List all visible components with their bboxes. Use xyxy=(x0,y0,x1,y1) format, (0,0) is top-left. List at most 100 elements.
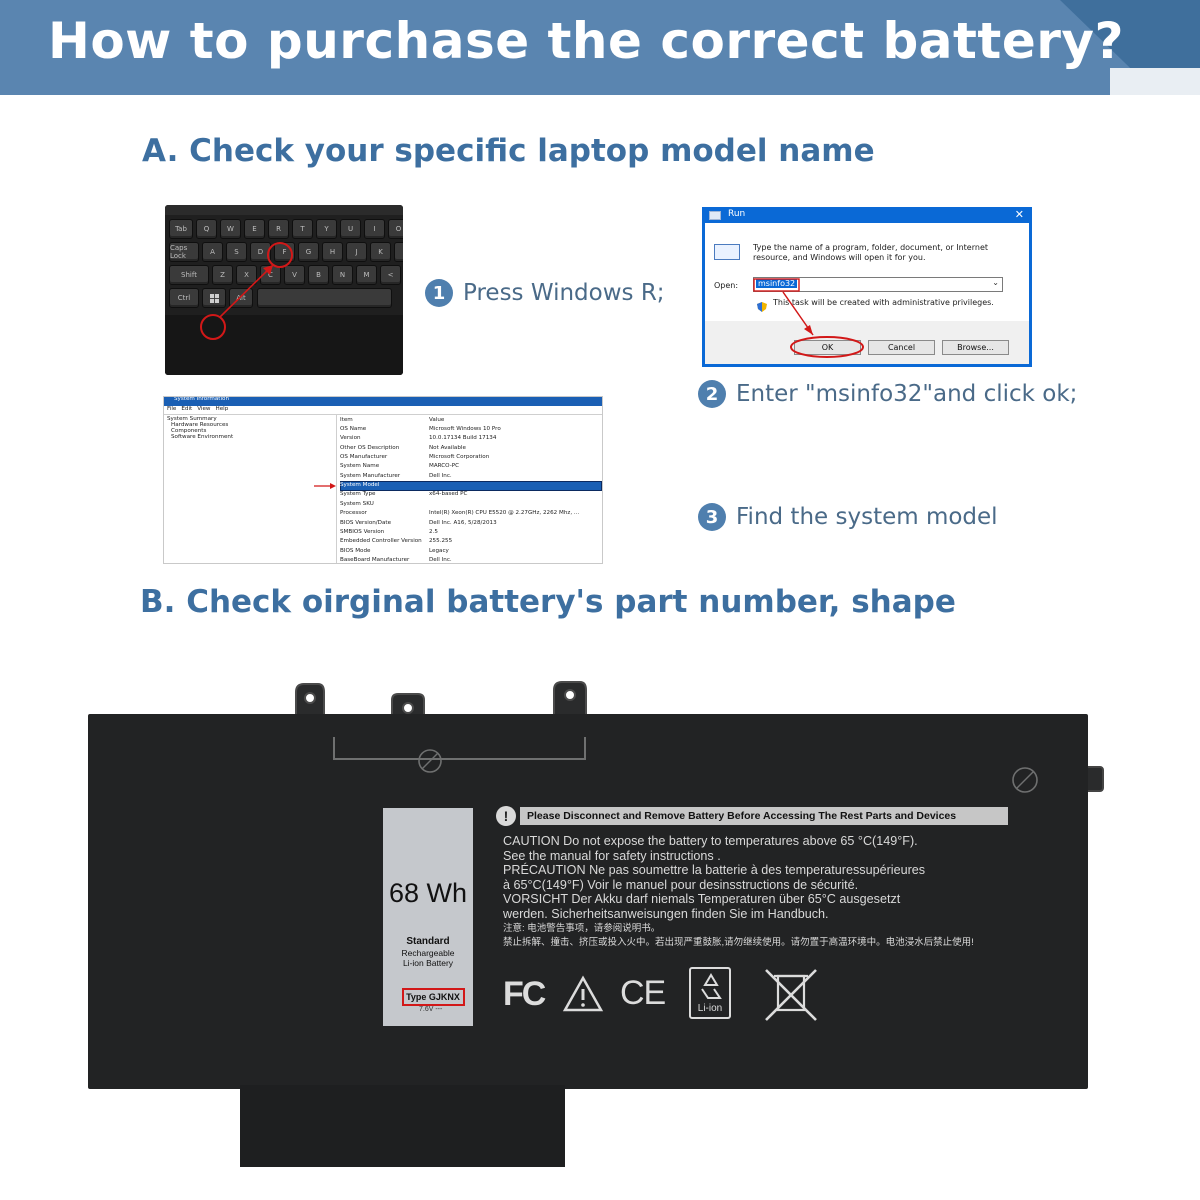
warning-line: PRÉCAUTION Ne pas soumettre la batterie … xyxy=(503,863,926,877)
warning-line: CAUTION Do not expose the battery to tem… xyxy=(503,834,918,848)
row-value: Not Available xyxy=(429,444,466,451)
run-description-line2: resource, and Windows will open it for y… xyxy=(753,253,926,262)
tree-item[interactable]: System Summary xyxy=(167,416,217,422)
battery-body xyxy=(88,714,1088,1089)
title-banner: How to purchase the correct battery? xyxy=(0,0,1200,95)
run-program-icon xyxy=(714,244,740,260)
battery-embossed-bracket xyxy=(333,737,586,773)
key: X xyxy=(236,265,257,285)
row-item: SMBIOS Version xyxy=(340,528,385,535)
row-item: BIOS Version/Date xyxy=(340,519,392,526)
sysinfo-titlebar: System Information xyxy=(164,397,602,406)
row-item: System Manufacturer xyxy=(340,472,401,479)
row-item: BIOS Mode xyxy=(340,547,371,554)
battery-label-line3: Li-ion Battery xyxy=(402,958,454,968)
recycle-label: Li-ion xyxy=(697,1003,723,1014)
key: D xyxy=(250,242,271,262)
row-value: MARCO-PC xyxy=(429,463,460,470)
key: U xyxy=(340,219,361,239)
row-value: 10.0.17134 Build 17134 xyxy=(429,435,497,442)
key: E xyxy=(244,219,265,239)
step-1: 1 Press Windows R; xyxy=(425,279,665,307)
battery-type: Type GJKNX xyxy=(406,992,460,1002)
close-icon[interactable]: ✕ xyxy=(1014,208,1024,221)
system-information-window: System Information File Edit View Help S… xyxy=(163,396,603,564)
battery-label-line2: Rechargeable xyxy=(401,948,455,958)
ce-mark: CE xyxy=(620,974,666,1012)
step-text: Find the system model xyxy=(736,504,998,530)
keyboard-photo: Tab Q W E R T Y U I O Caps Lock A S D F … xyxy=(165,205,403,375)
row-item: OS Manufacturer xyxy=(340,454,388,461)
row-value: Microsoft Windows 10 Pro xyxy=(429,426,501,432)
cancel-button[interactable]: Cancel xyxy=(868,340,935,355)
row-item: OS Name xyxy=(340,426,367,432)
row-item: System Type xyxy=(340,491,376,498)
menu-help[interactable]: Help xyxy=(215,406,229,412)
row-item: BaseBoard Manufacturer xyxy=(340,556,410,563)
step-2: 2 Enter "msinfo32"and click ok; xyxy=(698,380,1077,408)
section-a-heading: A. Check your specific laptop model name xyxy=(142,133,875,169)
windows-logo-icon xyxy=(209,293,219,303)
fc-mark: FC xyxy=(503,975,546,1013)
tree-item[interactable]: Components xyxy=(171,428,207,434)
chevron-down-icon[interactable]: ⌄ xyxy=(992,278,999,287)
key: M xyxy=(356,265,377,285)
row-value: Microsoft Corporation xyxy=(429,454,490,461)
step-number: 1 xyxy=(425,279,453,307)
admin-note: This task will be created with administr… xyxy=(773,298,994,307)
keyboard-top-row xyxy=(165,205,403,215)
key: Z xyxy=(212,265,233,285)
key: T xyxy=(292,219,313,239)
key-r: R xyxy=(268,219,289,239)
run-dialog: Run ✕ Type the name of a program, folder… xyxy=(702,207,1032,367)
key: I xyxy=(364,219,385,239)
arrow-right-icon xyxy=(314,483,336,489)
step-text: Press Windows R; xyxy=(463,280,665,306)
warning-line: 禁止拆解、撞击、挤压或投入火中。若出现严重鼓胀,请勿继续使用。请勿置于高温环境中… xyxy=(503,937,974,948)
row-item: Processor xyxy=(340,510,367,517)
battery-voltage: 7.6V --- xyxy=(419,1006,443,1013)
pane-divider xyxy=(336,415,337,563)
tree-item[interactable]: Hardware Resources xyxy=(171,422,229,428)
warning-line: à 65°C(149°F) Voir le manuel pour desins… xyxy=(503,878,859,892)
keyboard-highlight-overlay xyxy=(200,242,293,340)
key: L xyxy=(394,242,403,262)
key: Q xyxy=(196,219,217,239)
key-space xyxy=(257,288,392,308)
row-value: Dell Inc. xyxy=(429,556,452,563)
weee-bin-icon xyxy=(765,969,817,1021)
ok-button[interactable]: OK xyxy=(794,340,861,355)
menu-edit[interactable]: Edit xyxy=(181,406,193,412)
tree-item[interactable]: Software Environment xyxy=(171,434,234,440)
key-tab: Tab xyxy=(169,219,193,239)
warning-triangle-icon xyxy=(562,975,604,1012)
run-dialog-title: Run xyxy=(728,209,746,219)
row-item: Version xyxy=(340,435,361,442)
row-value: Dell Inc. A16, 5/28/2013 xyxy=(429,519,497,526)
row-item: System Name xyxy=(340,463,380,470)
key-windows xyxy=(202,288,226,308)
sysinfo-menubar: File Edit View Help xyxy=(167,405,228,414)
warning-line: VORSICHT Der Akku darf niemals Temperatu… xyxy=(503,892,901,906)
recycle-li-ion-badge: Li-ion xyxy=(689,967,731,1019)
row-value: x64-based PC xyxy=(429,491,468,498)
key: K xyxy=(370,242,391,262)
section-b-heading: B. Check oirginal battery's part number,… xyxy=(140,584,956,620)
menu-view[interactable]: View xyxy=(197,406,211,412)
sysinfo-tree: System Summary Hardware Resources Compon… xyxy=(167,416,233,440)
step-3: 3 Find the system model xyxy=(698,503,998,531)
banner-fold-light xyxy=(1110,68,1200,95)
warning-line: 注意: 电池警告事项，请参阅说明书。 xyxy=(503,923,661,934)
key: Y xyxy=(316,219,337,239)
column-header-item: Item xyxy=(340,417,353,423)
menu-file[interactable]: File xyxy=(167,406,177,412)
step-number: 3 xyxy=(698,503,726,531)
key: G xyxy=(298,242,319,262)
divider xyxy=(164,414,602,415)
key: S xyxy=(226,242,247,262)
selected-row-highlight xyxy=(340,481,602,491)
open-input-value: msinfo32 xyxy=(756,279,798,288)
key: H xyxy=(322,242,343,262)
key: B xyxy=(308,265,329,285)
browse-button[interactable]: Browse... xyxy=(942,340,1009,355)
